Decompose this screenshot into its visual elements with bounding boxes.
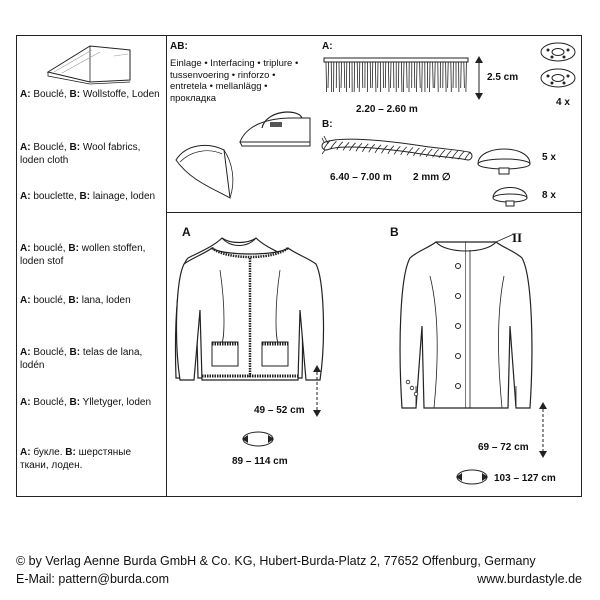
fringe-strand — [344, 62, 345, 88]
cord-twist — [350, 143, 356, 151]
cord-twist — [394, 146, 400, 154]
button-large-icon — [474, 136, 534, 176]
b-hip-measure-icon — [456, 466, 488, 488]
notions-a-label: A: — [322, 41, 333, 52]
fringe-height-label: 2.5 cm — [487, 72, 519, 83]
fringe-strand — [328, 62, 329, 88]
cord-twist — [445, 150, 451, 158]
fabric-item-de: A: Bouclé, B: Wollstoffe, Loden — [20, 89, 160, 100]
fringe-strand — [326, 62, 327, 92]
cord-twist — [356, 143, 362, 151]
fringe-strand — [466, 62, 467, 92]
cord-twist — [388, 146, 394, 154]
fringe-strand — [433, 62, 434, 88]
cord-twist — [337, 142, 343, 150]
notions-ab-label: AB: — [170, 41, 188, 52]
fringe-strand — [357, 62, 358, 88]
fabric-item-es: A: Bouclé, B: telas de lana, lodén — [20, 347, 143, 371]
cord-length-label: 6.40 – 7.00 m — [330, 172, 392, 183]
a-back-length-arrow — [313, 365, 321, 417]
fringe-strand — [359, 62, 360, 92]
cord-twist — [362, 144, 368, 152]
cord-twist — [382, 145, 388, 153]
b-hip-label: 103 – 127 cm — [494, 473, 556, 484]
fabric-bolt-icon — [44, 40, 134, 88]
view-b-label: B — [390, 225, 399, 239]
fringe-strand — [388, 62, 389, 92]
copyright-notice: © by Verlag Aenne Burda GmbH & Co. KG, H… — [16, 554, 536, 568]
fringe-strand — [435, 62, 436, 88]
b-back-length-arrow — [539, 402, 547, 458]
cord-twist — [343, 142, 349, 150]
row-divider — [166, 212, 582, 213]
fringe-strand — [416, 62, 417, 92]
fringe-strand — [401, 62, 402, 92]
a-hip-measure-icon — [242, 428, 274, 450]
fringe-strand — [464, 62, 465, 88]
view-a-label: A — [182, 225, 191, 239]
cord-twist — [413, 148, 419, 156]
shoulder-pad-icon — [172, 140, 242, 204]
iron-icon — [236, 106, 316, 150]
content-frame — [16, 35, 582, 497]
fringe-length-label: 2.20 – 2.60 m — [356, 104, 418, 115]
b-back-length-label: 69 – 72 cm — [478, 442, 529, 453]
fabric-item-ru: A: букле. B: шерстяные ткани, лоден. — [20, 447, 132, 471]
fringe-strand — [448, 62, 449, 88]
cord-twist — [330, 141, 336, 149]
cord-twist — [458, 151, 464, 159]
fringe-strand — [385, 62, 386, 88]
snaps-qty: 4 x — [556, 97, 570, 108]
cord-twist — [420, 148, 426, 156]
fabric-item-it: A: bouclé, B: lana, loden — [20, 295, 131, 306]
fringe-strand — [420, 62, 421, 88]
cord-twist — [407, 147, 413, 155]
fringe-strand — [403, 62, 404, 92]
a-back-length-label: 49 – 52 cm — [254, 405, 305, 416]
cord-twist — [426, 149, 432, 157]
fringe-strand — [461, 62, 462, 88]
contact-email[interactable]: E-Mail: pattern@burda.com — [16, 572, 170, 586]
fringe-strand — [375, 62, 376, 92]
column-divider — [166, 35, 167, 497]
cord-twist — [324, 141, 330, 149]
fabric-item-en: A: Bouclé, B: Wool fabrics, loden cloth — [20, 142, 141, 166]
notions-b-label: B: — [322, 119, 333, 130]
cord-twist — [465, 152, 471, 160]
fringe-strand — [372, 62, 373, 88]
fringe-strand — [451, 62, 452, 92]
cord-diameter-label: 2 mm ∅ — [413, 172, 451, 183]
a-hip-label: 89 – 114 cm — [232, 456, 288, 467]
button-small-qty: 8 x — [542, 190, 556, 201]
cord-twist — [375, 145, 381, 153]
snap-fastener-icon — [538, 40, 578, 92]
jacket-b-front-view — [396, 236, 536, 426]
fabric-item-nl: A: bouclé, B: wollen stoffen, loden stof — [20, 243, 146, 267]
button-large-qty: 5 x — [542, 152, 556, 163]
b-mark-ii: II — [512, 230, 523, 245]
jacket-a-front-view — [170, 230, 330, 400]
cord-twist — [369, 144, 375, 152]
fringe-strand — [341, 62, 342, 88]
twisted-cord-icon — [322, 134, 472, 164]
fringe-strand — [390, 62, 391, 88]
cord-twist — [433, 149, 439, 157]
fabric-item-sv: A: Bouclé, B: Ylletyger, loden — [20, 397, 152, 408]
interfacing-label: Einlage • Interfacing • triplure • tusse… — [170, 58, 299, 104]
fringe-trim-icon — [324, 58, 470, 100]
cord-twist — [439, 150, 445, 158]
button-small-icon — [490, 180, 530, 210]
website-link[interactable]: www.burdastyle.de — [477, 572, 582, 586]
fringe-height-arrow — [475, 56, 483, 100]
cord-twist — [401, 147, 407, 155]
cord-twist — [452, 151, 458, 159]
fabric-item-fr: A: bouclette, B: lainage, loden — [20, 191, 156, 202]
